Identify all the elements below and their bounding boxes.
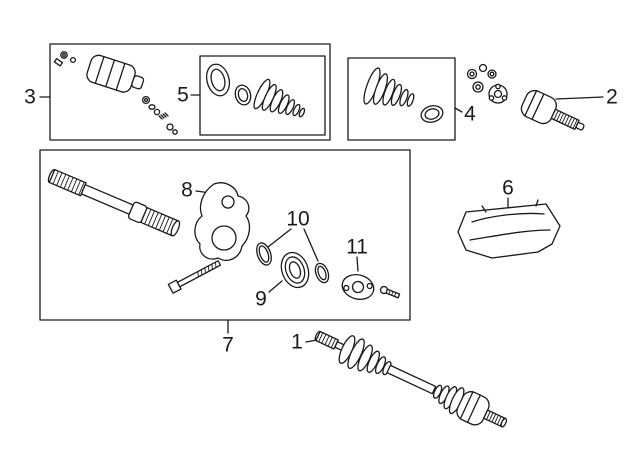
callout-4: 4 bbox=[464, 102, 476, 126]
box-outer-boot-kit bbox=[347, 57, 456, 141]
intermediate-shaft-drawing bbox=[47, 168, 181, 237]
heat-shield-drawing bbox=[457, 199, 561, 259]
leader-line-9 bbox=[268, 280, 283, 293]
inner-boot-kit-drawing bbox=[205, 63, 306, 118]
callout-11: 11 bbox=[346, 235, 368, 259]
callout-10: 10 bbox=[286, 207, 310, 231]
box-shaft-group bbox=[39, 149, 411, 321]
callout-1: 1 bbox=[291, 330, 303, 354]
retainer-rings-drawing bbox=[256, 242, 330, 284]
bearing-bracket-drawing bbox=[194, 182, 251, 261]
callout-2: 2 bbox=[606, 85, 618, 109]
callout-5: 5 bbox=[177, 83, 189, 107]
box-inner-joint-group bbox=[49, 43, 331, 141]
mount-bolt-drawing bbox=[167, 260, 222, 294]
callout-9: 9 bbox=[255, 287, 267, 311]
outer-boot-kit-drawing bbox=[363, 67, 444, 123]
callout-6: 6 bbox=[502, 176, 514, 200]
callout-8: 8 bbox=[181, 178, 193, 202]
callout-7: 7 bbox=[222, 333, 234, 357]
outer-cv-joint-drawing bbox=[466, 63, 585, 131]
axle-assembly-drawing bbox=[314, 330, 508, 428]
leader-line-2 bbox=[555, 96, 604, 100]
leader-line-10 bbox=[267, 228, 319, 262]
inner-cv-joint-drawing bbox=[53, 51, 178, 135]
leader-line-11 bbox=[356, 256, 359, 272]
seal-ring-drawing bbox=[280, 251, 310, 289]
flange-retainer-drawing bbox=[341, 274, 401, 300]
leader-line-4 bbox=[454, 107, 463, 113]
callout-3: 3 bbox=[24, 85, 36, 109]
